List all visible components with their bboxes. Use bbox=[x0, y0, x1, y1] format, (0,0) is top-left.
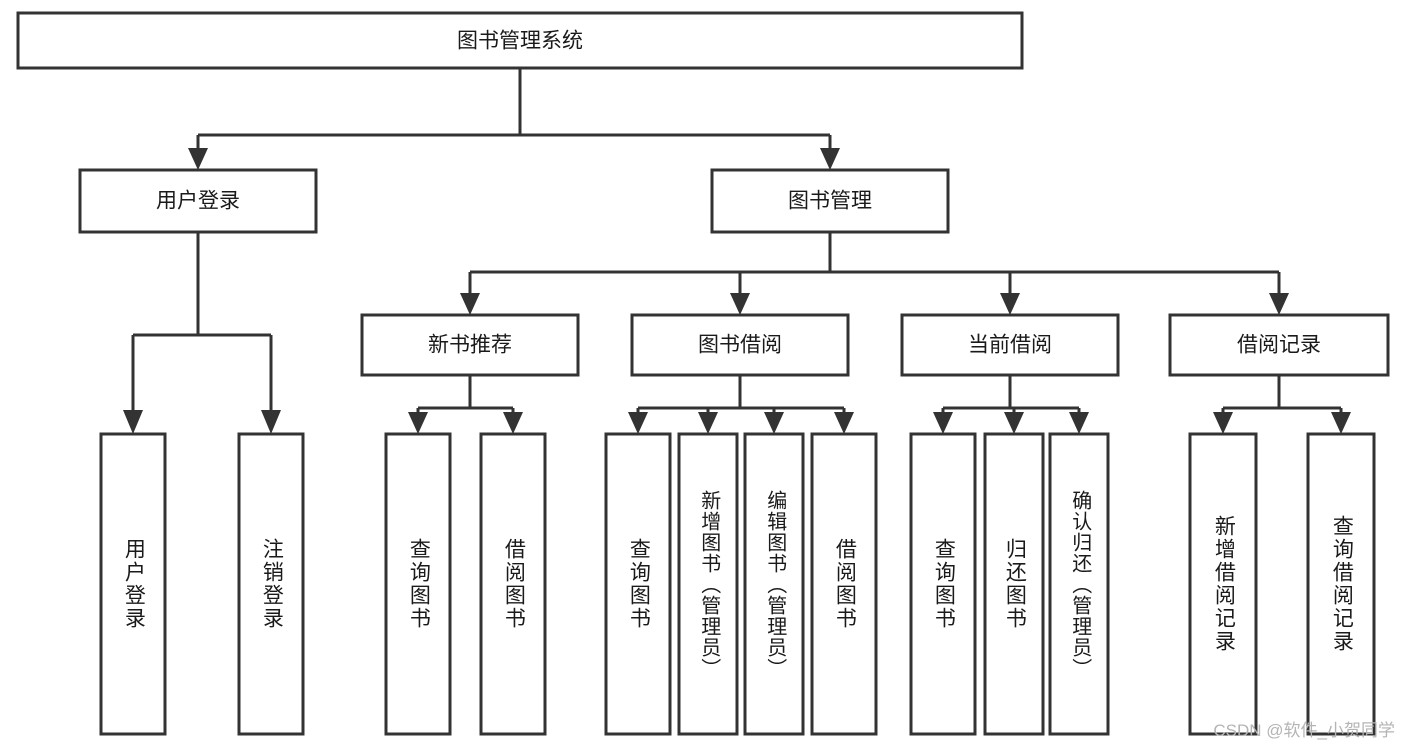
node-new-book-recommend-box[interactable] bbox=[360, 313, 580, 377]
node-root-label: 图书管理系统 bbox=[457, 30, 583, 53]
arrow-head-current-borrow bbox=[1000, 293, 1020, 315]
node-leaf-borrow-book-1-box[interactable] bbox=[479, 432, 547, 736]
connector-group-book-manage bbox=[460, 232, 1289, 315]
node-leaf-query-book-3-box[interactable] bbox=[909, 432, 977, 736]
node-new-book-recommend[interactable]: 新书推荐 bbox=[360, 313, 580, 377]
node-root-box[interactable] bbox=[16, 11, 1024, 70]
connector-group-book-borrow bbox=[628, 375, 854, 434]
arrow-head-leaf-return-book bbox=[1004, 412, 1024, 434]
node-user-login[interactable]: 用户登录 bbox=[78, 168, 318, 234]
node-leaf-query-book-1-box[interactable] bbox=[384, 432, 452, 736]
node-current-borrow-box[interactable] bbox=[900, 313, 1120, 377]
node-current-borrow-label: 当前借阅 bbox=[968, 334, 1052, 357]
connector-group-user-login bbox=[123, 232, 281, 434]
node-user-login-label: 用户登录 bbox=[156, 190, 240, 213]
arrow-head-leaf-borrow-book-2 bbox=[834, 412, 854, 434]
node-leaf-query-borrow-record-box[interactable] bbox=[1306, 432, 1376, 736]
arrow-head-leaf-query-borrow-record bbox=[1331, 412, 1351, 434]
arrow-head-leaf-add-book-admin bbox=[698, 412, 718, 434]
node-root[interactable]: 图书管理系统 bbox=[16, 11, 1024, 70]
arrow-head-leaf-logout bbox=[261, 410, 281, 434]
node-leaf-query-book-2-box[interactable] bbox=[604, 432, 672, 736]
node-book-borrow[interactable]: 图书借阅 bbox=[630, 313, 850, 377]
arrow-head-book-manage bbox=[820, 148, 840, 170]
node-leaf-user-login-box[interactable] bbox=[99, 432, 167, 736]
arrow-head-leaf-query-book-2 bbox=[628, 412, 648, 434]
connector-group-root bbox=[188, 68, 840, 170]
node-borrow-record[interactable]: 借阅记录 bbox=[1168, 313, 1390, 377]
connector-group-new-book-recommend bbox=[408, 375, 523, 434]
arrow-head-leaf-confirm-return-admin bbox=[1069, 412, 1089, 434]
arrow-head-leaf-borrow-book-1 bbox=[503, 412, 523, 434]
arrow-head-leaf-edit-book-admin bbox=[764, 412, 784, 434]
arrow-head-leaf-query-book-1 bbox=[408, 412, 428, 434]
arrow-head-book-borrow bbox=[730, 293, 750, 315]
node-user-login-box[interactable] bbox=[78, 168, 318, 234]
node-leaf-add-book-admin-box[interactable] bbox=[677, 432, 739, 736]
node-new-book-recommend-label: 新书推荐 bbox=[428, 334, 512, 357]
node-leaf-return-book-box[interactable] bbox=[983, 432, 1045, 736]
node-leaf-edit-book-admin-box[interactable] bbox=[743, 432, 805, 736]
node-book-borrow-box[interactable] bbox=[630, 313, 850, 377]
node-book-manage[interactable]: 图书管理 bbox=[710, 168, 950, 234]
node-leaf-add-borrow-record-box[interactable] bbox=[1188, 432, 1258, 736]
node-book-manage-box[interactable] bbox=[710, 168, 950, 234]
node-leaf-borrow-book-2-box[interactable] bbox=[810, 432, 878, 736]
node-leaf-confirm-return-admin-box[interactable] bbox=[1048, 432, 1110, 736]
arrow-head-borrow-record bbox=[1269, 293, 1289, 315]
node-leaf-logout-box[interactable] bbox=[237, 432, 305, 736]
node-current-borrow[interactable]: 当前借阅 bbox=[900, 313, 1120, 377]
connector-group-current-borrow bbox=[933, 375, 1089, 434]
connector-group-borrow-record bbox=[1213, 375, 1351, 434]
node-borrow-record-box[interactable] bbox=[1168, 313, 1390, 377]
arrow-head-leaf-user-login bbox=[123, 410, 143, 434]
arrow-head-new-book-recommend bbox=[460, 293, 480, 315]
node-borrow-record-label: 借阅记录 bbox=[1237, 334, 1321, 357]
node-book-manage-label: 图书管理 bbox=[788, 190, 872, 213]
arrow-head-leaf-add-borrow-record bbox=[1213, 412, 1233, 434]
arrow-head-user-login bbox=[188, 148, 208, 170]
node-book-borrow-label: 图书借阅 bbox=[698, 334, 782, 357]
arrow-head-leaf-query-book-3 bbox=[933, 412, 953, 434]
